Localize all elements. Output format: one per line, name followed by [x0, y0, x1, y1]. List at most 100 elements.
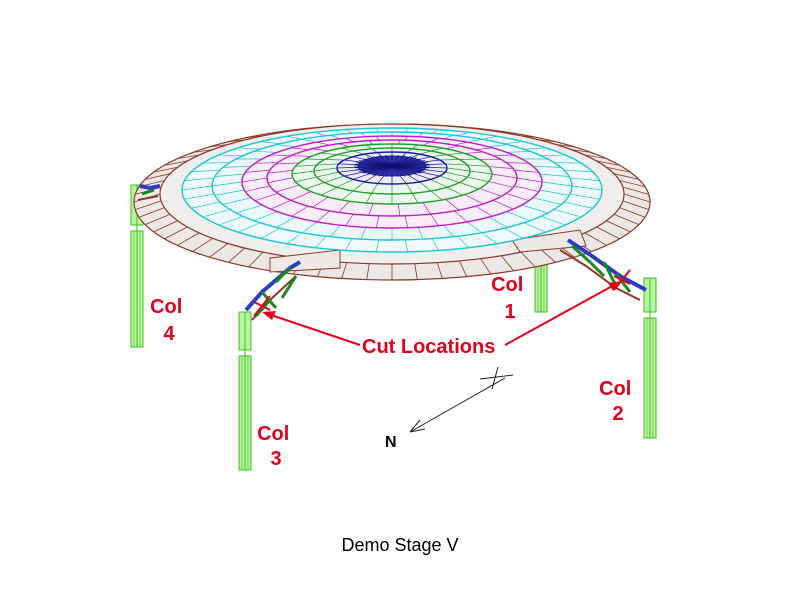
rim-panel-line [153, 220, 178, 233]
hub-spoke [391, 165, 425, 172]
column-3 [238, 311, 252, 471]
roof-panel-line [316, 210, 330, 223]
roof-panel-line [267, 177, 293, 184]
roof-panel-line [202, 209, 230, 218]
roof-panel-line [341, 147, 354, 152]
roof-panel-line [191, 201, 221, 209]
roof-panel-line [222, 165, 252, 168]
rim-panel-line [623, 193, 651, 203]
truss-nw-chord-bottom [137, 195, 159, 201]
arrow-line-left [267, 313, 361, 346]
rim-panel-line [209, 144, 229, 148]
roof-panel-line [439, 175, 460, 183]
col3-label-line1: Col [257, 423, 289, 445]
roof-panel-line [464, 151, 484, 154]
roof-panel-line [286, 135, 303, 140]
roof-panel-line [260, 227, 280, 239]
col4-label-line1: Col [150, 296, 182, 318]
roof-panel-line [469, 170, 493, 175]
roof-panel-line [464, 194, 484, 205]
rim-panel-line [619, 179, 646, 188]
roof-panel-line [301, 138, 318, 143]
column-2 [643, 277, 657, 439]
roof-panel-line [295, 176, 317, 183]
roof-panel-line [214, 173, 245, 177]
roof-panel-line [211, 181, 243, 187]
hub-spoke [372, 165, 393, 176]
rim-panel-line [192, 149, 213, 153]
roof-panel-line [571, 185, 603, 191]
rim-panel-line [135, 200, 162, 211]
roof-panel-line [305, 182, 325, 190]
roof-panel-line [214, 189, 245, 196]
north-arrow-icon [409, 366, 514, 433]
roof-panel-line [443, 224, 454, 237]
trusses [137, 184, 647, 321]
roof-panel-line [404, 215, 409, 228]
rim-panel-line [458, 260, 468, 277]
roof-panel-line [338, 200, 350, 213]
rim-panel-line [177, 232, 200, 246]
roof-center-hub [354, 154, 430, 178]
rim-panel-line [145, 173, 171, 180]
roof-panel-line [445, 163, 468, 166]
col3-label-line2: 3 [270, 448, 281, 470]
roof-panel-line [532, 197, 562, 205]
roof-panel-line [563, 169, 593, 173]
roof-panel-line [493, 154, 514, 157]
truss-se-web [588, 260, 606, 278]
col4-label-line2: 4 [163, 323, 175, 345]
truss-nw [137, 184, 161, 201]
rim-panel-line [606, 220, 631, 233]
roof-panel-line [430, 147, 443, 152]
hub-spoke [385, 154, 393, 167]
roof-panel-line [191, 169, 221, 173]
roof-panel-line [457, 236, 469, 248]
roof-panel-line [275, 162, 300, 165]
roof-panel-line [516, 177, 543, 183]
roof-panel-line [237, 222, 261, 233]
roof-panel-line [261, 141, 280, 145]
roof-panel-line [301, 221, 318, 234]
roof-panel-line [540, 216, 566, 226]
rim-panel-line [436, 262, 443, 279]
roof-panel-line [491, 173, 518, 179]
roof-panel-line [539, 189, 570, 196]
roof-panel-line [312, 196, 329, 208]
rim-panel-line [555, 144, 575, 148]
rim-panel-line [619, 207, 646, 218]
rim-plate-se [511, 229, 587, 253]
roof-panel-line [466, 138, 483, 143]
roof-panel-line [222, 197, 252, 205]
hub-spoke [362, 158, 393, 167]
arrowhead-right [608, 281, 622, 291]
roof-panel-line [202, 162, 230, 164]
roof-panel-line [405, 183, 413, 194]
roof-panel-line [467, 176, 489, 183]
roof-panel-line [275, 184, 300, 193]
roof-panel-line [419, 150, 432, 155]
rim-panel-line [596, 160, 620, 166]
roof-panel-line [569, 177, 600, 182]
column-1 [534, 250, 548, 313]
rim-panel-line [501, 131, 514, 134]
hub-spoke [391, 165, 406, 177]
roof-panel-line [506, 193, 530, 202]
roof-panel-line [184, 177, 215, 182]
roof-panel-line [422, 202, 431, 215]
rim-panel-line [596, 226, 620, 240]
roof-panel-line [345, 213, 354, 226]
roof-panel-line [313, 167, 338, 172]
rim-panel-line [248, 251, 264, 268]
roof-panel-line [316, 171, 339, 178]
roof-panel-line [291, 205, 309, 217]
arrowhead-left [262, 311, 276, 320]
rim-panel-line [622, 200, 649, 211]
col3-label: Col 3 [257, 423, 295, 470]
rim-panel-line [366, 263, 370, 280]
roof-panel-line [218, 154, 244, 156]
roof-panel-line [514, 185, 539, 192]
roof-panel-line [368, 203, 374, 216]
roof-panel-line [375, 215, 380, 228]
roof-panel-line [295, 164, 317, 167]
